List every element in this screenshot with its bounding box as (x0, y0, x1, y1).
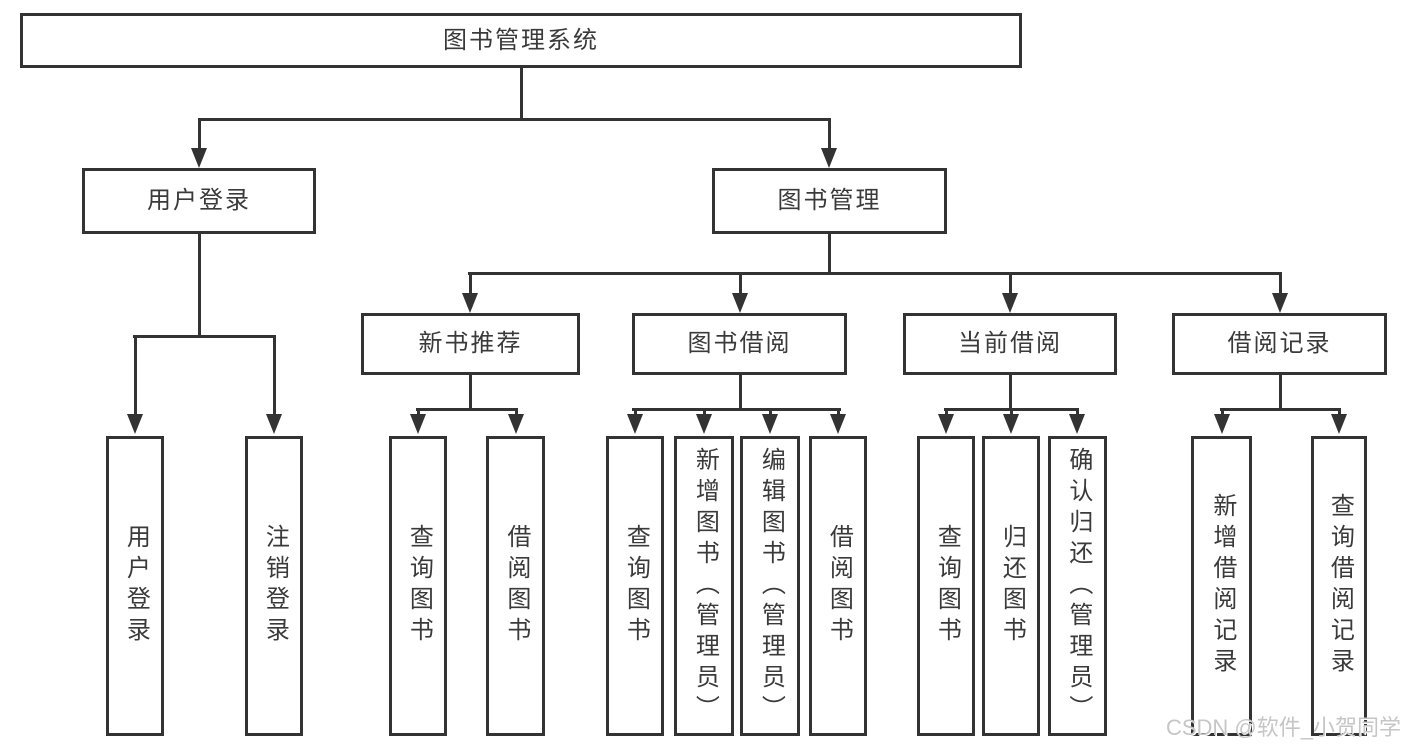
connector-line (836, 408, 840, 416)
arrow-down-icon (1002, 293, 1018, 313)
node-label: 用户登录 (122, 524, 150, 648)
connector-line (416, 408, 420, 416)
node-label: 图书管理系统 (443, 26, 599, 54)
connector-line (416, 408, 518, 411)
leaf-add-borrow-record: 新增借阅记录 (1191, 436, 1252, 736)
node-label: 查询图书 (933, 524, 961, 648)
connector-line (1009, 408, 1013, 416)
leaf-borrow-books-borrowing: 借阅图书 (809, 436, 867, 736)
connector-line (1075, 408, 1079, 416)
node-label: 图书管理 (777, 187, 882, 214)
connector-line (468, 375, 472, 411)
leaf-confirm-return-admin: 确认归还（管理员） (1048, 436, 1107, 736)
node-label: 注销登录 (261, 524, 289, 648)
node-label: 借阅图书 (502, 524, 530, 648)
arrow-down-icon (1272, 293, 1288, 313)
connector-line (1008, 375, 1012, 411)
arrow-down-icon (627, 414, 643, 434)
leaf-query-books-current: 查询图书 (917, 436, 975, 736)
node-current-borrowing: 当前借阅 (903, 313, 1117, 375)
node-library-management-system: 图书管理系统 (20, 13, 1022, 68)
connector-line (738, 375, 742, 411)
connector-line (133, 335, 275, 338)
leaf-query-books-borrowing: 查询图书 (606, 436, 664, 736)
leaf-query-borrow-record: 查询借阅记录 (1311, 436, 1367, 736)
node-book-management: 图书管理 (712, 168, 947, 234)
node-label: 查询图书 (405, 524, 433, 648)
leaf-return-book: 归还图书 (982, 436, 1040, 736)
node-label: 图书借阅 (687, 330, 792, 357)
connector-line (198, 118, 831, 121)
node-borrowing-records: 借阅记录 (1172, 313, 1387, 375)
arrow-down-icon (1214, 414, 1230, 434)
node-label: 确认归还（管理员） (1064, 446, 1092, 726)
arrow-down-icon (1331, 414, 1347, 434)
node-label: 新书推荐 (418, 330, 523, 357)
connector-line (768, 408, 772, 416)
connector-line (944, 408, 948, 416)
node-label: 新增图书（管理员） (691, 446, 719, 726)
arrow-down-icon (191, 148, 207, 168)
node-label: 编辑图书（管理员） (757, 446, 785, 726)
leaf-query-books-recommend: 查询图书 (389, 436, 447, 736)
connector-line (1220, 408, 1224, 416)
connector-line (468, 272, 472, 295)
arrow-down-icon (1069, 414, 1085, 434)
connector-line (702, 408, 706, 416)
connector-line (197, 234, 201, 338)
node-label: 归还图书 (998, 524, 1026, 648)
node-user-login: 用户登录 (82, 168, 316, 234)
connector-line (514, 408, 518, 416)
node-book-borrowing: 图书借阅 (632, 313, 847, 375)
leaf-add-book-admin: 新增图书（管理员） (674, 436, 734, 736)
node-label: 新增借阅记录 (1208, 493, 1236, 679)
connector-line (738, 272, 742, 295)
arrow-down-icon (938, 414, 954, 434)
arrow-down-icon (762, 414, 778, 434)
arrow-down-icon (732, 293, 748, 313)
connector-line (1008, 272, 1012, 295)
leaf-user-login: 用户登录 (106, 436, 164, 736)
leaf-edit-book-admin: 编辑图书（管理员） (740, 436, 800, 736)
arrow-down-icon (821, 148, 837, 168)
connector-line (468, 272, 1281, 275)
arrow-down-icon (127, 414, 143, 434)
arrow-down-icon (696, 414, 712, 434)
connector-line (1278, 375, 1282, 411)
leaf-logout: 注销登录 (245, 436, 303, 736)
connector-line (633, 408, 637, 416)
node-label: 查询图书 (622, 524, 650, 648)
connector-line (519, 68, 523, 121)
node-label: 借阅图书 (825, 524, 853, 648)
node-label: 用户登录 (147, 187, 251, 214)
connector-line (1278, 272, 1282, 295)
arrow-down-icon (410, 414, 426, 434)
leaf-borrow-books-recommend: 借阅图书 (486, 436, 545, 736)
arrow-down-icon (1003, 414, 1019, 434)
node-label: 当前借阅 (958, 330, 1062, 357)
connector-line (827, 118, 831, 150)
arrow-down-icon (462, 293, 478, 313)
connector-line (197, 118, 201, 150)
csdn-watermark: CSDN @软件_小贺同学 (1165, 715, 1401, 740)
node-new-book-recommendation: 新书推荐 (361, 313, 580, 375)
arrow-down-icon (830, 414, 846, 434)
node-label: 借阅记录 (1227, 330, 1332, 357)
connector-line (827, 233, 831, 275)
connector-line (133, 335, 137, 416)
arrow-down-icon (508, 414, 524, 434)
arrow-down-icon (266, 414, 282, 434)
connector-line (1337, 408, 1341, 416)
node-label: 查询借阅记录 (1326, 493, 1354, 679)
connector-line (632, 408, 841, 411)
connector-line (272, 335, 276, 416)
